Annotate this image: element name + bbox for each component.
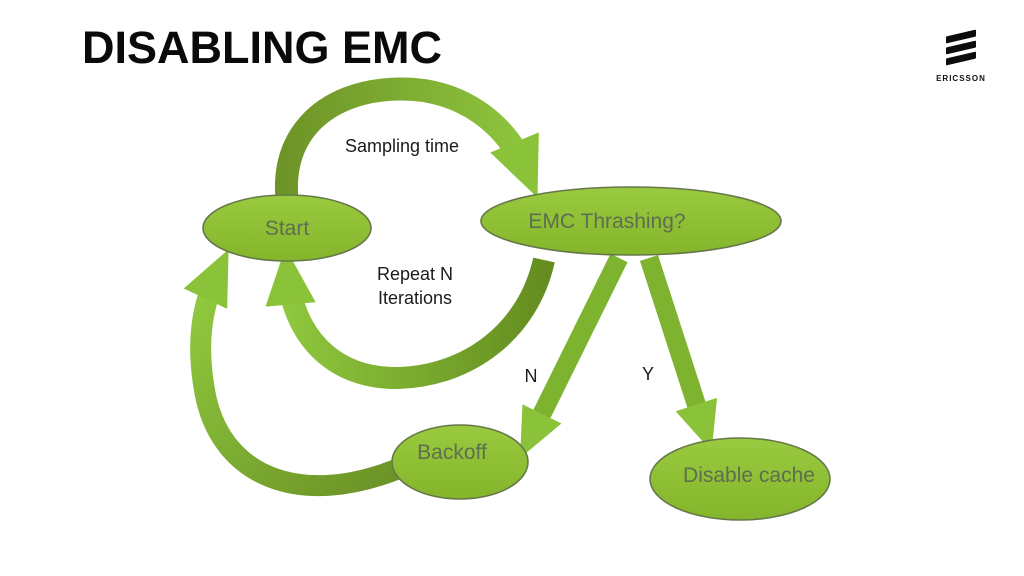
node-emc-thrashing-label: EMC Thrashing? <box>528 210 685 233</box>
node-backoff: Backoff <box>391 424 529 500</box>
node-start: Start <box>202 194 372 262</box>
node-start-label: Start <box>265 217 310 240</box>
ericsson-wordmark: ERICSSON <box>936 74 986 83</box>
ericsson-logo: ERICSSON <box>924 29 998 83</box>
node-disable-cache-label: Disable cache <box>683 464 815 487</box>
slide-title: DISABLING EMC <box>82 22 442 73</box>
label-sampling-time: Sampling time <box>345 136 459 156</box>
node-emc-thrashing: EMC Thrashing? <box>480 186 782 256</box>
edge-emc-to-start-arrow <box>265 247 555 390</box>
edge-emc-to-disable-arrow <box>639 255 718 452</box>
node-backoff-label: Backoff <box>417 441 487 464</box>
label-branch-n: N <box>525 366 538 386</box>
label-branch-y: Y <box>642 364 654 384</box>
edge-backoff-to-start-arrow <box>183 249 404 497</box>
node-disable-cache: Disable cache <box>649 437 831 521</box>
label-repeat-n: Repeat N <box>377 264 453 284</box>
edge-emc-to-backoff-arrow <box>520 253 628 459</box>
label-iterations: Iterations <box>378 288 452 308</box>
edge-start-to-emc-arrow <box>275 77 539 225</box>
